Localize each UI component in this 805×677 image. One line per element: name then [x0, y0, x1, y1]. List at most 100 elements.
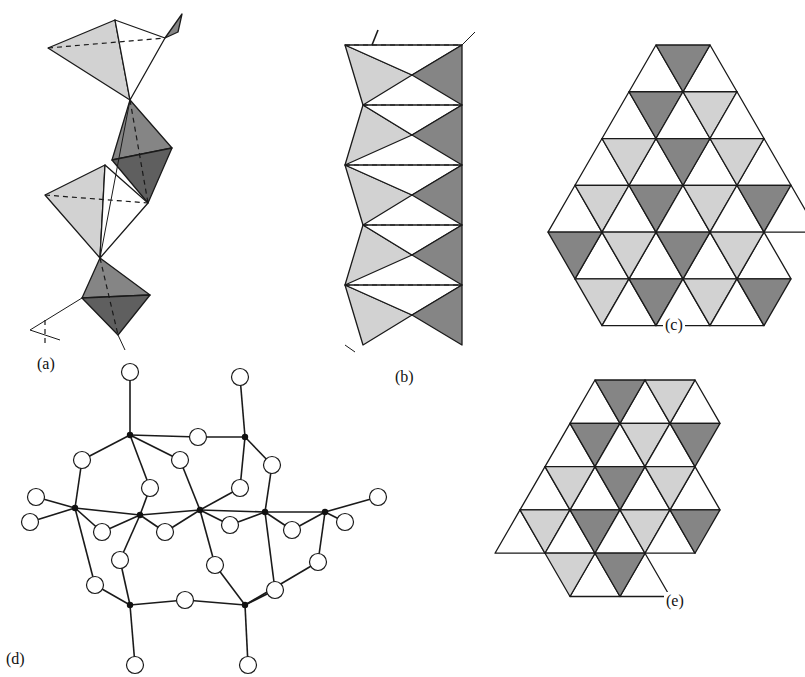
panel-label: (e) — [664, 592, 686, 610]
oxygen-atom — [157, 524, 174, 541]
oxygen-atom — [310, 554, 327, 571]
oxygen-atom — [74, 452, 91, 469]
oxygen-atom — [207, 557, 224, 574]
polyhedron-face — [82, 258, 150, 298]
hidden-edge — [345, 164, 462, 165]
polyhedron-face — [595, 467, 645, 510]
hidden-edge — [345, 284, 462, 285]
edge-line — [200, 510, 265, 512]
hidden-edge — [44, 320, 45, 345]
panel-label: (d) — [4, 650, 27, 668]
polyhedron-face — [656, 139, 710, 186]
oxygen-atom — [122, 364, 139, 381]
edge-line — [129, 372, 131, 435]
oxygen-atom — [142, 480, 159, 497]
polyhedron-face — [645, 380, 695, 423]
oxygen-atom — [232, 369, 249, 386]
polyhedron-face — [595, 380, 645, 423]
oxygen-atom — [222, 517, 239, 534]
hidden-edge — [363, 104, 462, 105]
edge-line — [372, 30, 378, 45]
tetrahedra-chain — [30, 14, 182, 350]
oxygen-atom — [232, 480, 249, 497]
octahedral-cluster — [495, 380, 720, 597]
polyhedron-face — [670, 423, 720, 466]
panel-label: (c) — [663, 316, 685, 334]
polyhedron-face — [412, 45, 462, 105]
polyhedron-face — [737, 279, 791, 326]
oxygen-atom — [127, 657, 144, 674]
edge-line — [130, 435, 198, 437]
metal-atom — [242, 434, 248, 440]
polyhedron-face — [412, 225, 462, 285]
oxygen-atom — [28, 489, 45, 506]
polyhedron-face — [710, 92, 764, 139]
edge-line — [265, 512, 275, 590]
hidden-edge — [100, 258, 118, 335]
oxygen-atom — [172, 452, 189, 469]
polyhedron-face — [412, 285, 462, 345]
edge-line — [245, 562, 318, 605]
metal-atom — [72, 505, 78, 511]
oxygen-atom — [267, 582, 284, 599]
polyhedron-face — [165, 14, 182, 38]
polyhedron-face — [602, 232, 656, 279]
oxygen-atom — [87, 577, 104, 594]
polyhedron-face — [710, 232, 764, 279]
hidden-edge — [45, 195, 148, 203]
oxygen-atom — [264, 457, 281, 474]
polyhedron-face — [595, 553, 645, 596]
panel-label: (b) — [393, 368, 416, 386]
metal-atom — [197, 507, 203, 513]
oxygen-atom — [22, 514, 39, 531]
edge-line — [75, 508, 140, 515]
edge-line — [140, 510, 200, 515]
polyhedron-face — [545, 553, 595, 596]
hidden-edge — [48, 38, 165, 48]
polyhedron-face — [656, 232, 710, 279]
polyhedron-face — [412, 165, 462, 225]
oxygen-atom — [190, 429, 207, 446]
octahedra-chain — [345, 30, 475, 352]
oxygen-atom — [94, 524, 111, 541]
edge-line — [462, 32, 475, 45]
polyhedron-face — [670, 510, 720, 553]
polyhedron-face — [548, 232, 602, 279]
polyhedron-face — [100, 165, 148, 258]
polyhedron-face — [115, 20, 165, 100]
metal-atom — [322, 509, 328, 515]
oxygen-atom — [370, 489, 387, 506]
oxygen-atom — [112, 552, 129, 569]
polyhedron-face — [645, 467, 695, 510]
metal-atom — [127, 602, 133, 608]
oxygen-atom — [240, 657, 257, 674]
polyhedron-face — [656, 45, 710, 92]
hidden-edge — [363, 224, 462, 225]
oxygen-atom — [284, 522, 301, 539]
edge-line — [265, 511, 325, 513]
oxygen-atom — [177, 592, 194, 609]
edge-line — [345, 345, 355, 352]
ball-and-stick-cluster — [22, 364, 387, 674]
polyhedron-face — [412, 105, 462, 165]
metal-atom — [242, 602, 248, 608]
edge-line — [30, 298, 82, 330]
metal-atom — [262, 509, 268, 515]
metal-atom — [137, 512, 143, 518]
polyhedron-face — [45, 165, 105, 258]
polyhedron-face — [602, 139, 656, 186]
edge-line — [118, 335, 125, 350]
polyhedron-face — [545, 467, 595, 510]
metal-atom — [127, 432, 133, 438]
octahedra-cluster — [548, 45, 805, 326]
oxygen-atom — [337, 514, 354, 531]
edge-line — [100, 100, 130, 258]
hidden-edge — [130, 100, 148, 203]
panel-label: (a) — [35, 355, 57, 373]
edge-line — [75, 508, 95, 585]
polyhedron-face — [710, 139, 764, 186]
polyhedron-face — [764, 185, 805, 232]
hidden-edge — [345, 44, 462, 45]
